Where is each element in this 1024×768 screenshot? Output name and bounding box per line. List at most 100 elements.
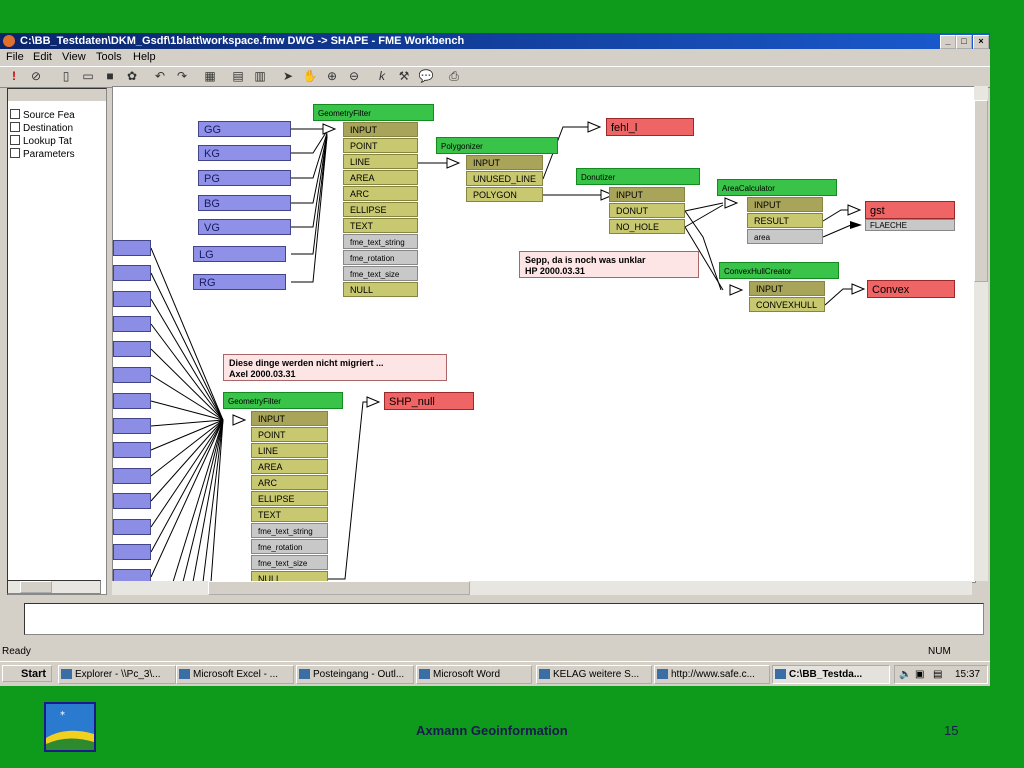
gf1-attr-rotation[interactable]: fme_rotation — [343, 250, 418, 265]
menu-file[interactable]: File — [6, 51, 24, 63]
convex-hull-title[interactable]: ConvexHullCreator — [719, 262, 839, 279]
dest-gst-attr-flaeche[interactable]: FLAECHE — [865, 219, 955, 231]
source-feature[interactable] — [113, 341, 151, 357]
gf2-port-input[interactable]: INPUT — [251, 411, 328, 426]
zoom-out-icon[interactable]: ⊖ — [348, 69, 360, 83]
source-rg[interactable]: RG — [193, 274, 286, 290]
new-icon[interactable]: ▯ — [62, 69, 70, 83]
source-lg[interactable]: LG — [193, 246, 286, 262]
nav-lookup-tables[interactable]: Lookup Tat — [10, 135, 72, 147]
add-source-icon[interactable]: ▤ — [232, 69, 244, 83]
zoom-in-icon[interactable]: ⊕ — [326, 69, 338, 83]
source-pg[interactable]: PG — [198, 170, 291, 186]
area-calc-attr-area[interactable]: area — [747, 229, 823, 244]
log-output[interactable] — [24, 603, 984, 635]
dest-convex[interactable]: Convex — [867, 280, 955, 298]
donutizer-port-input[interactable]: INPUT — [609, 187, 685, 202]
polygonizer-port-unused-line[interactable]: UNUSED_LINE — [466, 171, 543, 186]
tree-expand-icon[interactable] — [10, 122, 20, 132]
nav-destination[interactable]: Destination — [10, 122, 73, 134]
gf2-port-area[interactable]: AREA — [251, 459, 328, 474]
gf2-port-null[interactable]: NULL — [251, 571, 328, 582]
source-feature[interactable] — [113, 240, 151, 256]
polygonizer-port-input[interactable]: INPUT — [466, 155, 543, 170]
source-feature[interactable] — [113, 442, 151, 458]
gf1-port-arc[interactable]: ARC — [343, 186, 418, 201]
gf2-port-point[interactable]: POINT — [251, 427, 328, 442]
menu-edit[interactable]: Edit — [33, 51, 52, 63]
source-feature[interactable] — [113, 418, 151, 434]
gf1-attr-text-size[interactable]: fme_text_size — [343, 266, 418, 281]
props-icon[interactable]: ✿ — [126, 69, 138, 83]
task-explorer[interactable]: Explorer - \\Pc_3\... — [58, 665, 176, 684]
title-bar[interactable]: C:\BB_Testdaten\DKM_Gsdf\1blatt\workspac… — [0, 33, 990, 49]
canvas-vertical-scrollbar[interactable] — [974, 86, 988, 581]
canvas-horizontal-scrollbar[interactable] — [112, 581, 972, 595]
geometry-filter-title[interactable]: GeometryFilter — [313, 104, 434, 121]
monitor-icon[interactable]: ▤ — [933, 669, 943, 680]
pointer-icon[interactable]: ➤ — [282, 69, 294, 83]
menu-tools[interactable]: Tools — [96, 51, 122, 63]
area-calc-port-input[interactable]: INPUT — [747, 197, 823, 212]
gf1-port-point[interactable]: POINT — [343, 138, 418, 153]
convex-hull-port-convexhull[interactable]: CONVEXHULL — [749, 297, 825, 312]
scroll-thumb[interactable] — [974, 100, 988, 282]
polygonizer-port-polygon[interactable]: POLYGON — [466, 187, 543, 202]
menu-help[interactable]: Help — [133, 51, 156, 63]
polygonizer-title[interactable]: Polygonizer — [436, 137, 558, 154]
start-button[interactable]: Start — [2, 665, 52, 682]
scroll-thumb[interactable] — [208, 581, 470, 595]
gf1-port-area[interactable]: AREA — [343, 170, 418, 185]
source-feature[interactable] — [113, 544, 151, 560]
stop-icon[interactable]: ⊘ — [30, 69, 42, 83]
tool-icon[interactable]: k — [379, 69, 385, 83]
minimize-button[interactable]: _ — [940, 35, 956, 49]
area-calculator-title[interactable]: AreaCalculator — [717, 179, 837, 196]
redo-icon[interactable]: ↷ — [176, 69, 188, 83]
gf2-attr-text-size[interactable]: fme_text_size — [251, 555, 328, 570]
gf1-port-input[interactable]: INPUT — [343, 122, 418, 137]
dest-gst[interactable]: gst — [865, 201, 955, 219]
scroll-thumb[interactable] — [20, 581, 52, 593]
gf2-port-ellipse[interactable]: ELLIPSE — [251, 491, 328, 506]
source-feature[interactable] — [113, 393, 151, 409]
gf1-attr-text-string[interactable]: fme_text_string — [343, 234, 418, 249]
open-icon[interactable]: ▭ — [82, 69, 94, 83]
speaker-icon[interactable]: 🔈 — [899, 669, 912, 680]
task-outlook[interactable]: Posteingang - Outl... — [296, 665, 414, 684]
area-calc-port-result[interactable]: RESULT — [747, 213, 823, 228]
annotation-note[interactable]: Diese dinge werden nicht migriert ... Ax… — [223, 354, 447, 381]
task-kelag[interactable]: KELAG weitere S... — [536, 665, 652, 684]
save-icon[interactable]: ■ — [106, 69, 114, 83]
source-bg[interactable]: BG — [198, 195, 291, 211]
navigator-scrollbar[interactable] — [7, 580, 101, 594]
workspace-canvas[interactable]: GG KG PG BG VG LG RG GeometryFilter INPU… — [112, 86, 976, 583]
hammer-icon[interactable]: ⚒ — [398, 69, 410, 83]
gf2-port-arc[interactable]: ARC — [251, 475, 328, 490]
comment-icon[interactable]: 💬 — [418, 69, 434, 83]
gf2-port-text[interactable]: TEXT — [251, 507, 328, 522]
source-feature[interactable] — [113, 367, 151, 383]
source-feature[interactable] — [113, 316, 151, 332]
task-excel[interactable]: Microsoft Excel - ... — [176, 665, 294, 684]
clock[interactable]: 15:37 — [955, 669, 981, 680]
donutizer-title[interactable]: Donutizer — [576, 168, 700, 185]
task-word[interactable]: Microsoft Word — [416, 665, 532, 684]
run-icon[interactable]: ! — [12, 69, 16, 83]
gf1-port-ellipse[interactable]: ELLIPSE — [343, 202, 418, 217]
source-kg[interactable]: KG — [198, 145, 291, 161]
gf2-port-line[interactable]: LINE — [251, 443, 328, 458]
undo-icon[interactable]: ↶ — [154, 69, 166, 83]
task-fme-workbench[interactable]: C:\BB_Testda... — [772, 665, 890, 684]
convex-hull-port-input[interactable]: INPUT — [749, 281, 825, 296]
task-browser[interactable]: http://www.safe.c... — [654, 665, 770, 684]
source-feature[interactable] — [113, 291, 151, 307]
dest-shp-null[interactable]: SHP_null — [384, 392, 474, 410]
print-icon[interactable]: ⎙ — [449, 69, 459, 83]
source-gg[interactable]: GG — [198, 121, 291, 137]
tree-expand-icon[interactable] — [10, 109, 20, 119]
source-feature[interactable] — [113, 519, 151, 535]
gf2-attr-rotation[interactable]: fme_rotation — [251, 539, 328, 554]
tree-expand-icon[interactable] — [10, 148, 20, 158]
source-feature[interactable] — [113, 569, 151, 582]
